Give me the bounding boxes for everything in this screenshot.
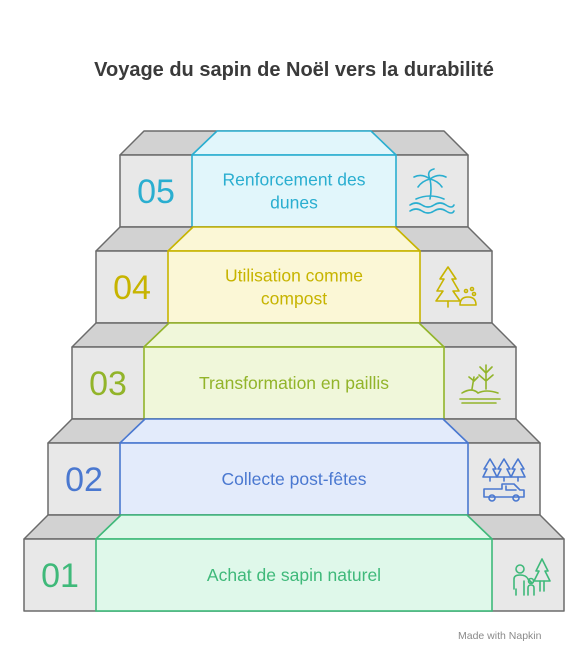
step-04: 04 Utilisation comme compost bbox=[95, 226, 493, 324]
step-label-line: Renforcement des bbox=[223, 170, 366, 190]
palm-island-icon bbox=[409, 168, 455, 214]
step-label-line: dunes bbox=[270, 193, 318, 213]
step-05: 05 Renforcement des dunes bbox=[119, 130, 469, 228]
steps-layer: 05 Renforcement des dunes 04 Utilisation com… bbox=[23, 130, 565, 612]
step-number: 05 bbox=[137, 173, 175, 211]
step-number: 01 bbox=[41, 557, 79, 595]
step-top-colored bbox=[191, 130, 397, 156]
sprout-mulch-icon bbox=[459, 364, 501, 404]
step-label-line: Collecte post-fêtes bbox=[222, 469, 367, 489]
step-number: 03 bbox=[89, 365, 127, 403]
step-face-colored bbox=[167, 250, 421, 324]
step-face-colored bbox=[191, 154, 397, 228]
step-label-line: Utilisation comme bbox=[225, 266, 363, 286]
footer-text: Made with Napkin bbox=[458, 630, 542, 642]
step-face-colored bbox=[95, 538, 493, 612]
family-tree-icon bbox=[513, 558, 551, 596]
step-top-colored bbox=[95, 514, 493, 540]
diagram-title: Voyage du sapin de Noël vers la durabili… bbox=[94, 59, 494, 81]
tree-compost-icon bbox=[435, 266, 477, 308]
step-top-colored bbox=[167, 226, 421, 252]
step-label-line: Transformation en paillis bbox=[199, 373, 389, 393]
napkin-watermark: Made with Napkin bbox=[458, 630, 542, 642]
truck-trees-icon bbox=[482, 458, 526, 502]
step-label-line: Achat de sapin naturel bbox=[207, 565, 381, 585]
step-number: 02 bbox=[65, 461, 103, 499]
step-02: 02 Collecte post-fêtes bbox=[47, 418, 541, 516]
step-number: 04 bbox=[113, 269, 151, 307]
step-01: 01 Achat de sapin naturel bbox=[23, 514, 565, 612]
step-label-line: compost bbox=[261, 289, 327, 309]
step-03: 03 Transformation en paillis bbox=[71, 322, 517, 420]
step-top-colored bbox=[143, 322, 445, 348]
step-top-colored bbox=[119, 418, 469, 444]
step-face-colored bbox=[119, 442, 469, 516]
